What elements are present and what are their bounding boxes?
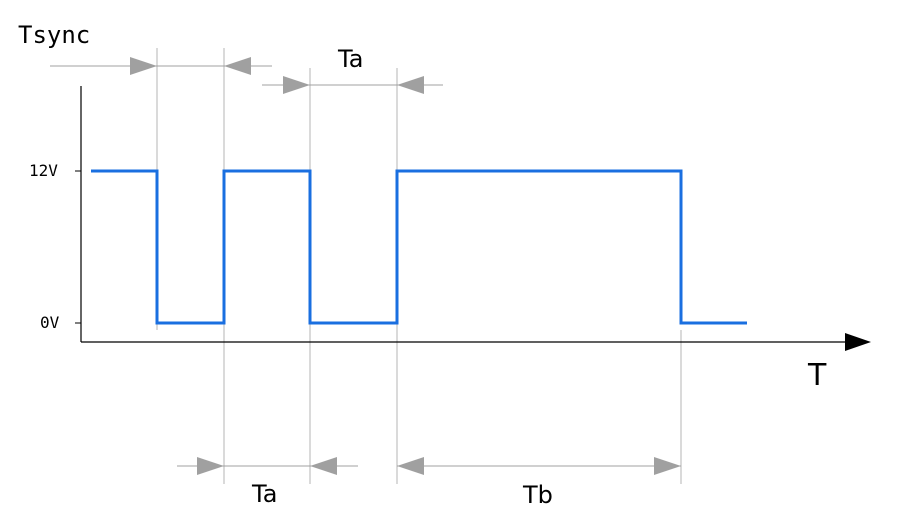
volt-high-label: 12V (29, 161, 58, 180)
tsync-dimension (50, 57, 272, 75)
tb-arrow-right-icon (654, 457, 681, 475)
x-axis-arrowhead (845, 333, 871, 351)
ta-top-arrow-right-icon (397, 76, 424, 94)
signal-waveform (91, 169, 747, 325)
tb-arrow-left-icon (397, 457, 424, 475)
volt-low-label: 0V (40, 313, 60, 332)
ta-bottom-arrow-left-icon (197, 457, 224, 475)
tsync-label: Tsync (18, 21, 90, 49)
ta-bottom-arrow-right-icon (310, 457, 337, 475)
axes (75, 86, 871, 351)
ta-top-arrow-left-icon (283, 76, 310, 94)
tb-dimension (397, 457, 681, 475)
tsync-arrow-right-icon (224, 57, 251, 75)
tb-label: Tb (522, 481, 553, 509)
ta-top-label: Ta (337, 45, 363, 73)
ta-bottom-label: Ta (251, 480, 277, 508)
guide-lines (156, 48, 682, 484)
ta-top-dimension (262, 76, 443, 94)
tsync-arrow-left-icon (130, 57, 157, 75)
time-axis-label: T (807, 358, 827, 393)
ta-bottom-dimension (177, 457, 358, 475)
